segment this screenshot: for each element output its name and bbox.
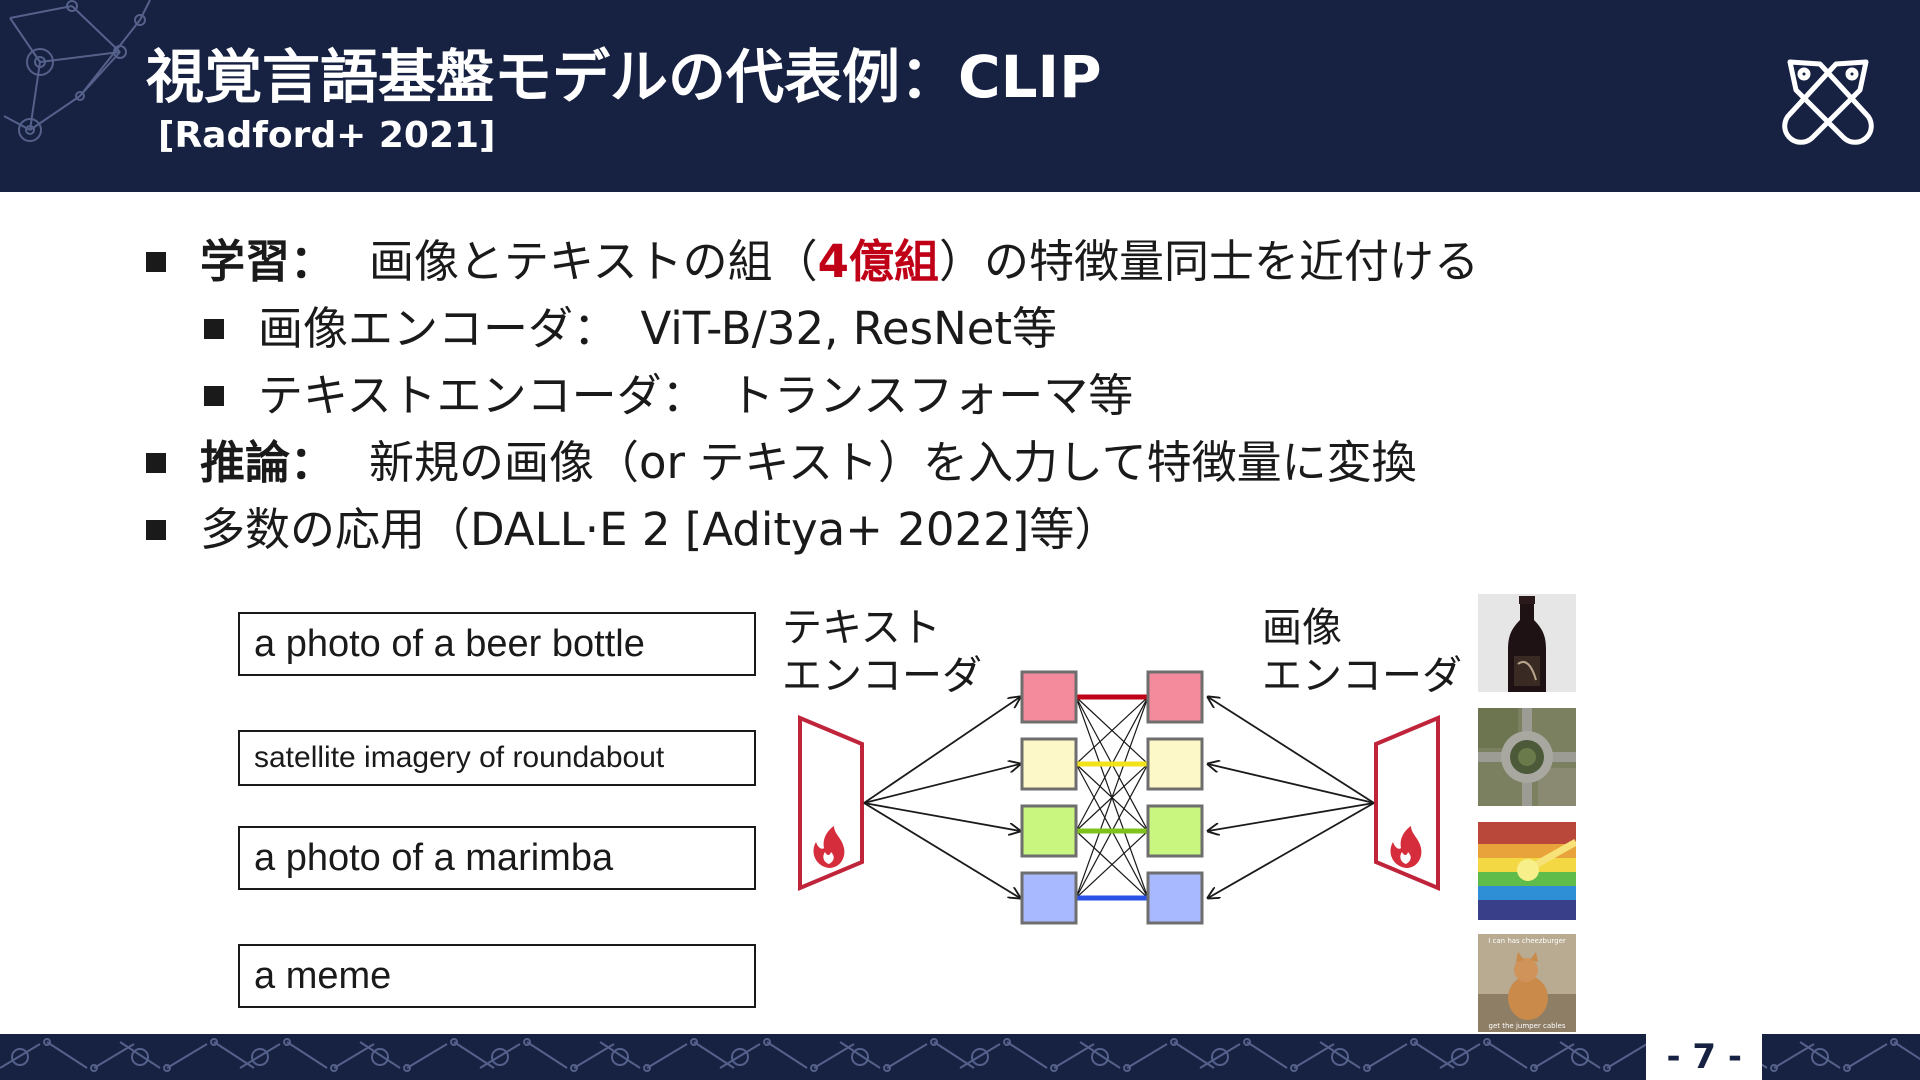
bullet-square-icon xyxy=(146,520,166,540)
thumb-marimba xyxy=(1478,822,1576,920)
image-encoder-label-line2: エンコーダ xyxy=(1262,653,1462,699)
page-title: 視覚言語基盤モデルの代表例：CLIP xyxy=(146,43,1102,111)
bullet-text: テキストエンコーダ： トランスフォーマ等 xyxy=(258,369,1134,422)
bullet-square-icon xyxy=(204,386,224,406)
prompt-beer-bottle: a photo of a beer bottle xyxy=(238,612,756,676)
bullet-learning: 学習： 画像とテキストの組（4億組）の特徴量同士を近付ける xyxy=(146,228,1866,295)
bullet-list: 学習： 画像とテキストの組（4億組）の特徴量同士を近付ける 画像エンコーダ： Vi… xyxy=(146,228,1866,563)
network-deco-icon xyxy=(0,1038,1920,1072)
bullet-text-encoder: テキストエンコーダ： トランスフォーマ等 xyxy=(146,362,1866,429)
footer-bar: - 7 - xyxy=(0,1034,1920,1080)
meme-caption-top: I can has cheezburger xyxy=(1488,937,1566,945)
bullet-text: 画像とテキストの組（ xyxy=(369,235,818,288)
image-feature-2 xyxy=(1146,737,1204,791)
page-number: - 7 - xyxy=(1646,1034,1762,1080)
bullet-inference: 推論： 新規の画像（or テキスト）を入力して特徴量に変換 xyxy=(146,429,1866,496)
bullet-applications: 多数の応用（DALL·E 2 [Aditya+ 2022]等） xyxy=(146,496,1866,563)
bullet-square-icon xyxy=(146,252,166,272)
thumb-beer-bottle xyxy=(1478,594,1576,692)
flame-icon xyxy=(1390,826,1422,868)
thumb-roundabout xyxy=(1478,708,1576,806)
page-subtitle: [Radford+ 2021] xyxy=(158,115,496,156)
text-feature-4 xyxy=(1020,871,1078,925)
bullet-square-icon xyxy=(204,319,224,339)
prompt-roundabout: satellite imagery of roundabout xyxy=(238,730,756,786)
bullet-square-icon xyxy=(146,453,166,473)
image-feature-3 xyxy=(1146,804,1204,858)
bullet-label: 推論： xyxy=(200,436,336,489)
flame-icon xyxy=(813,826,845,868)
clip-diagram xyxy=(798,670,1440,925)
text-feature-2 xyxy=(1020,737,1078,791)
bullet-image-encoder: 画像エンコーダ： ViT-B/32, ResNet等 xyxy=(146,295,1866,362)
header-bar: 視覚言語基盤モデルの代表例：CLIP [Radford+ 2021] xyxy=(0,0,1920,192)
image-feature-4 xyxy=(1146,871,1204,925)
bullet-highlight: 4億組 xyxy=(817,235,939,288)
bullet-text: 多数の応用（DALL·E 2 [Aditya+ 2022]等） xyxy=(200,503,1120,556)
bullet-text-after: ）の特徴量同士を近付ける xyxy=(938,235,1479,288)
bullet-label: 学習： xyxy=(200,235,336,288)
thumb-meme: I can has cheezburger get the jumper cab… xyxy=(1478,934,1576,1032)
logo-icon xyxy=(1782,59,1874,145)
text-feature-1 xyxy=(1020,670,1078,724)
image-feature-1 xyxy=(1146,670,1204,724)
image-encoder-label-line1: 画像 xyxy=(1262,605,1342,651)
prompt-marimba: a photo of a marimba xyxy=(238,826,756,890)
bullet-text: 新規の画像（or テキスト）を入力して特徴量に変換 xyxy=(369,436,1417,489)
network-deco-icon xyxy=(3,0,151,142)
text-feature-3 xyxy=(1020,804,1078,858)
text-encoder-label-line1: テキスト xyxy=(782,605,941,651)
text-encoder-label-line2: エンコーダ xyxy=(782,653,982,699)
bullet-text: 画像エンコーダ： ViT-B/32, ResNet等 xyxy=(258,302,1058,355)
prompt-meme: a meme xyxy=(238,944,756,1008)
meme-caption-bottom: get the jumper cables xyxy=(1489,1022,1566,1030)
